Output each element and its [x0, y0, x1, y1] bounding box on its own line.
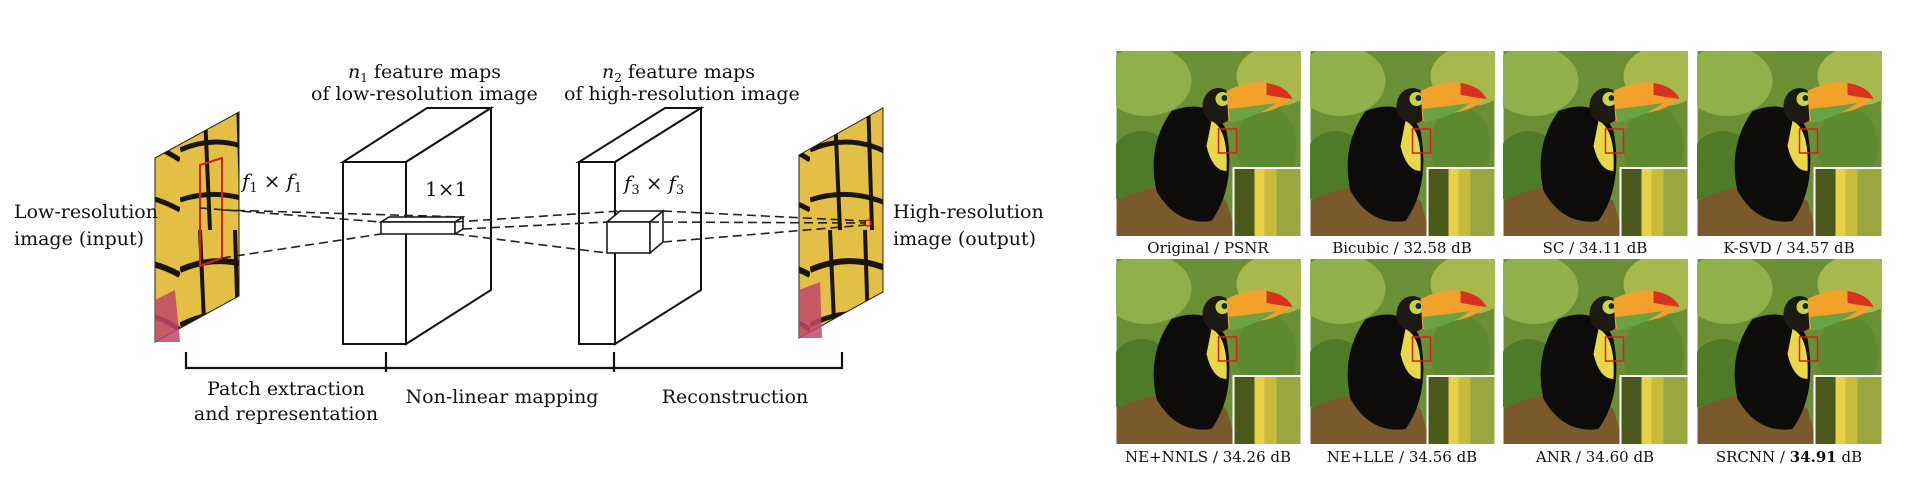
- stage-1-label-line-2: and representation: [194, 403, 378, 425]
- caption-srcnn: SRCNN / 34.91 dB: [1716, 448, 1862, 466]
- output-image: [798, 107, 884, 339]
- caption-original: Original / PSNR: [1147, 239, 1269, 257]
- input-image: [154, 111, 240, 343]
- filter-size-1-label: f1×f1: [240, 169, 302, 196]
- output-label-line-2: image (output): [893, 228, 1036, 250]
- thumb-ne-lle: [1310, 259, 1495, 444]
- input-label-line-2: image (input): [14, 228, 144, 250]
- stage-2-label: Non-linear mapping: [406, 386, 599, 408]
- input-label-line-1: Low-resolution: [14, 201, 158, 223]
- thumb-original: [1116, 51, 1301, 236]
- thumb-ksvd: [1697, 51, 1882, 236]
- row-2-images: [1116, 259, 1882, 444]
- thumb-bicubic: [1310, 51, 1495, 236]
- row-1-images: [1116, 51, 1882, 236]
- caption-bicubic: Bicubic / 32.58 dB: [1332, 239, 1472, 257]
- stage-braces: [184, 352, 844, 372]
- thumb-ne-nnls: [1116, 259, 1301, 444]
- caption-ne-lle: NE+LLE / 34.56 dB: [1327, 448, 1477, 466]
- feature-maps-2-subtitle: of high-resolution image: [564, 83, 800, 105]
- caption-sc: SC / 34.11 dB: [1543, 239, 1648, 257]
- feature-maps-1-title: n1 feature maps: [348, 61, 501, 85]
- thumb-anr: [1503, 259, 1688, 444]
- srcnn-diagram: Low-resolution image (input) High-resolu…: [14, 61, 1044, 425]
- thumb-srcnn: [1697, 259, 1882, 444]
- stage-3-label: Reconstruction: [662, 386, 809, 408]
- filter-size-3-label: f3×f3: [622, 171, 684, 198]
- filter-size-2-label: 1×1: [425, 177, 467, 201]
- output-label-line-1: High-resolution: [893, 201, 1044, 223]
- comparison-grid: Original / PSNR Bicubic / 32.58 dB SC / …: [1116, 51, 1882, 466]
- caption-ne-nnls: NE+NNLS / 34.26 dB: [1125, 448, 1291, 466]
- feature-maps-block-1: [339, 106, 495, 346]
- thumb-sc: [1503, 51, 1688, 236]
- feature-maps-1-subtitle: of low-resolution image: [311, 83, 538, 105]
- caption-ksvd: K-SVD / 34.57 dB: [1723, 239, 1854, 257]
- projection-lines: [199, 207, 867, 259]
- feature-maps-2-title: n2 feature maps: [602, 61, 755, 85]
- stage-1-label-line-1: Patch extraction: [207, 378, 365, 400]
- feature-maps-block-2: [575, 106, 705, 346]
- caption-anr: ANR / 34.60 dB: [1535, 448, 1654, 466]
